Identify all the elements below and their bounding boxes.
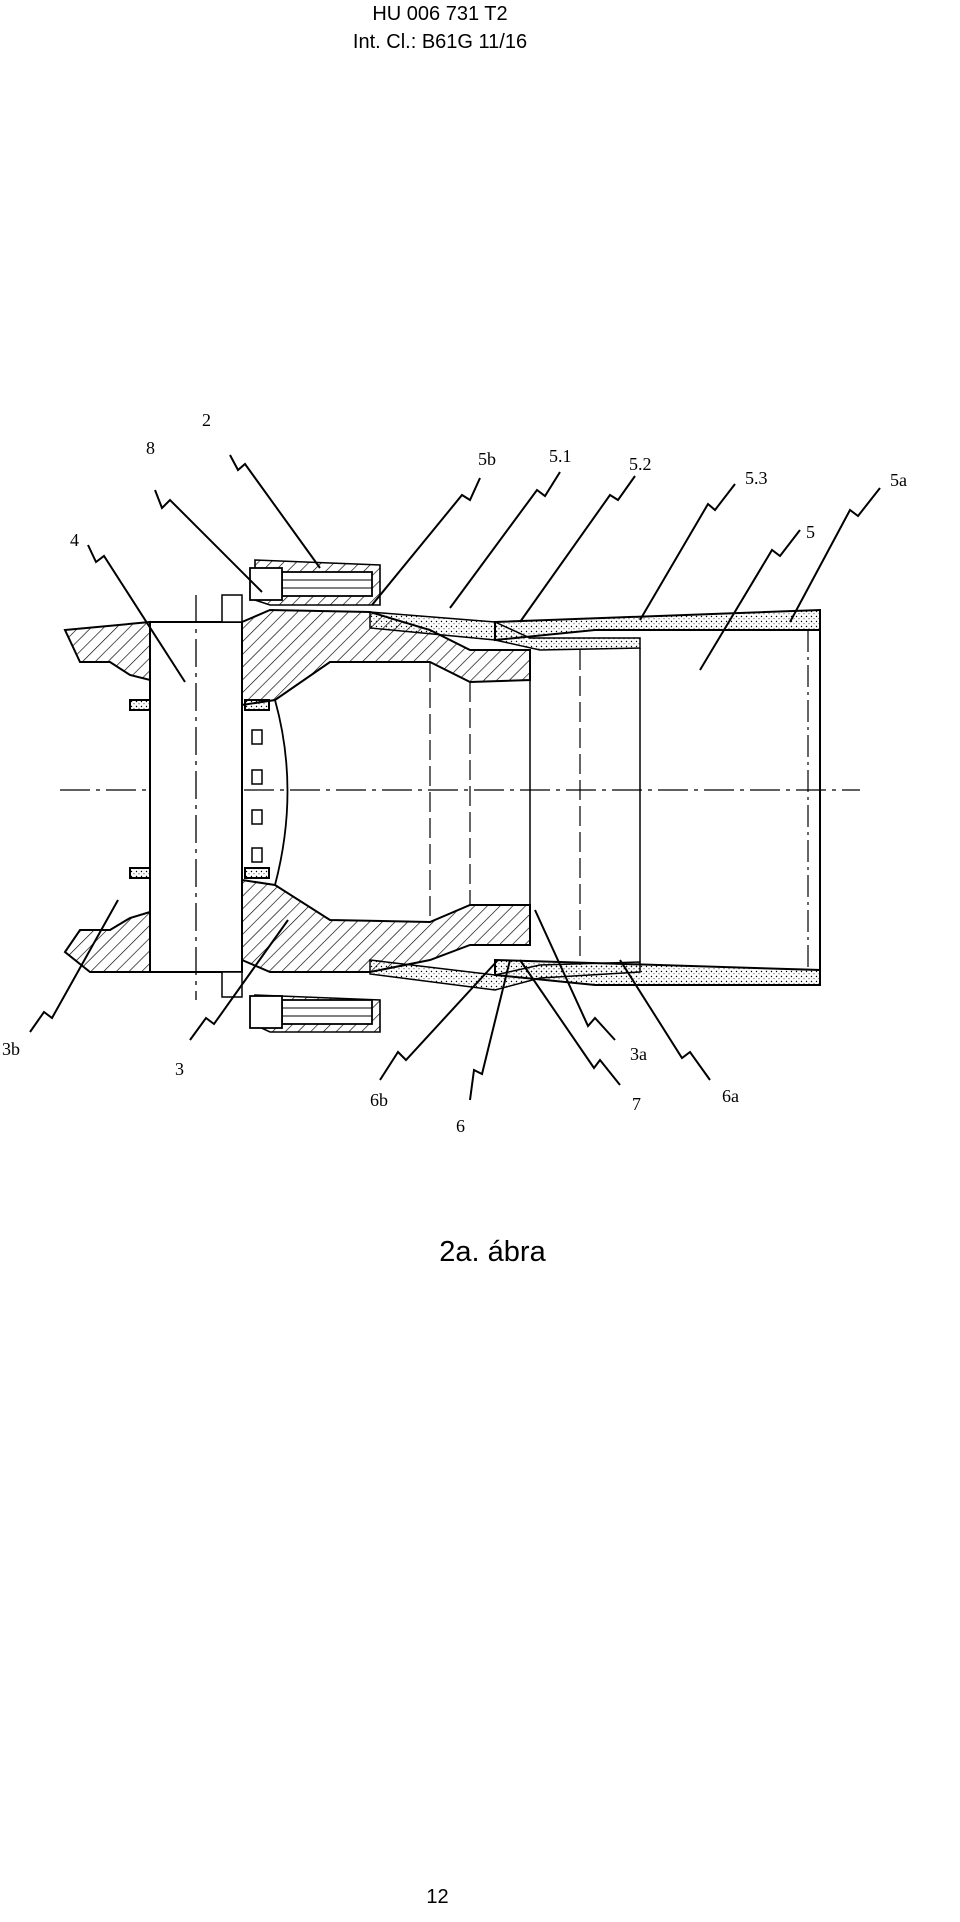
label-5a: 5a xyxy=(890,470,907,490)
tube-wall-top xyxy=(494,608,821,642)
bolt-top xyxy=(281,571,373,597)
label-6a: 6a xyxy=(722,1086,739,1106)
technical-drawing: 2 8 4 5b 5.1 5.2 5.3 5a 5 3b 3 6b 6 3a 7… xyxy=(0,400,960,1140)
label-5: 5 xyxy=(806,522,815,542)
label-5b: 5b xyxy=(478,449,496,469)
label-5-1: 5.1 xyxy=(549,446,572,466)
part-3-bottom xyxy=(241,878,531,973)
drawing-svg: 2 8 4 5b 5.1 5.2 5.3 5a 5 3b 3 6b 6 3a 7… xyxy=(2,410,907,1136)
label-2: 2 xyxy=(202,410,211,430)
label-8: 8 xyxy=(146,438,155,458)
label-3: 3 xyxy=(175,1059,184,1079)
document-header: HU 006 731 T2 Int. Cl.: B61G 11/16 xyxy=(0,0,880,56)
label-7: 7 xyxy=(632,1094,641,1114)
label-6: 6 xyxy=(456,1116,465,1136)
label-5-3: 5.3 xyxy=(745,468,768,488)
figure-caption: 2a. ábra xyxy=(439,1236,546,1268)
label-3b: 3b xyxy=(2,1039,20,1059)
bolt-bottom xyxy=(281,999,373,1025)
label-4: 4 xyxy=(70,530,79,550)
flange-3b-top xyxy=(63,620,151,682)
classification: Int. Cl.: B61G 11/16 xyxy=(352,31,528,53)
label-5-2: 5.2 xyxy=(629,454,652,474)
patent-number: HU 006 731 T2 xyxy=(372,3,508,25)
label-6b: 6b xyxy=(370,1090,388,1110)
label-3a: 3a xyxy=(630,1044,647,1064)
page-number: 12 xyxy=(426,1886,449,1908)
flange-3b-bottom xyxy=(63,910,151,973)
